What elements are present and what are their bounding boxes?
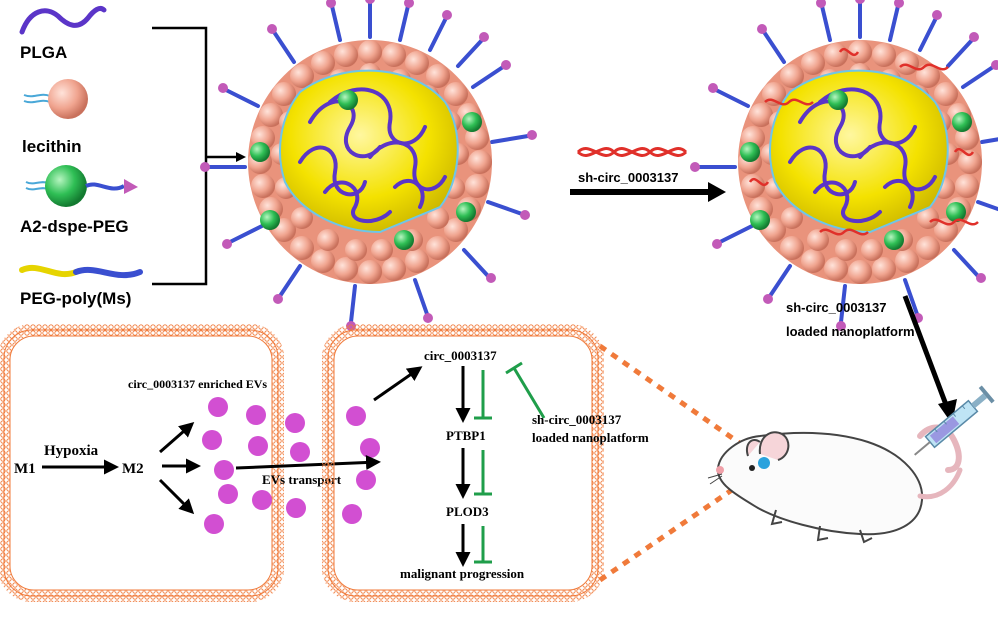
component-legend: PLGA lecithin A2-dspe-PEG PEG-poly(Ms) [19,5,143,308]
loaded-nanoparticle-icon [688,0,998,333]
ev-dot [204,514,224,534]
ev-transport-arrow [235,455,381,470]
bracket-arrow [236,152,246,162]
ev-dot [246,405,266,425]
ev-dot [286,498,306,518]
loaded-nanoplatform-label-1: sh-circ_0003137 [786,300,886,315]
mouse-icon [707,424,963,544]
sirna-helix-icon [576,147,688,157]
inhibit-plod3-progression [474,526,492,564]
ev-dot [252,490,272,510]
inhibitor-label-2: loaded nanoplatform [532,430,649,445]
extracellular-vesicles [202,397,380,534]
lecithin-icon [23,79,88,119]
loaded-nanoplatform-label-2: loaded nanoplatform [786,324,915,339]
ev-dot [346,406,366,426]
ev-dot [202,430,222,450]
malignant-progression-label: malignant progression [400,566,525,581]
lecithin-label: lecithin [22,137,82,156]
peg-poly-label: PEG-poly(Ms) [20,289,131,308]
ev-dot [356,470,376,490]
m1-label: M1 [14,461,36,477]
m2-arrow-down [158,478,195,515]
syringe-icon [914,385,995,456]
loading-step: sh-circ_0003137 [570,147,726,202]
ev-transport-label: EVs transport [262,472,342,487]
m2-arrow-up [159,422,195,454]
ev-dot [218,484,238,504]
evs-label: circ_0003137 enriched EVs [128,377,267,391]
tumor-cell [322,324,604,602]
sirna-label: sh-circ_0003137 [578,170,678,185]
peg-poly-icon [19,264,143,279]
macrophage-cell [0,324,284,602]
plga-label: PLGA [20,43,67,62]
inhibitor-label-1: sh-circ_0003137 [532,412,622,427]
plga-polymer-icon [19,5,107,35]
ptbp1-label: PTBP1 [446,428,486,443]
a2-dspe-peg-icon [25,165,138,207]
zoom-lines [598,343,766,583]
ev-dot [214,460,234,480]
uptake-arrow [373,366,423,402]
ev-dot [248,436,268,456]
ev-dot [342,504,362,524]
m2-label: M2 [122,461,144,477]
ev-dot [208,397,228,417]
injection-site-marker [758,457,770,469]
nanoparticle-icon [200,0,537,331]
inhibit-ptbp1-plod3 [474,450,492,496]
ev-dot [290,442,310,462]
ev-dot [360,438,380,458]
inhibit-circ [505,361,546,419]
hypoxia-label: Hypoxia [44,443,99,459]
circ-label: circ_0003137 [424,348,497,363]
injection-arrow [902,295,951,411]
ev-dot [285,413,305,433]
plod3-label: PLOD3 [446,504,489,519]
components-bracket [152,26,240,286]
inhibit-circ-ptbp1 [474,370,492,420]
a2-dspe-peg-label: A2-dspe-PEG [20,217,129,236]
